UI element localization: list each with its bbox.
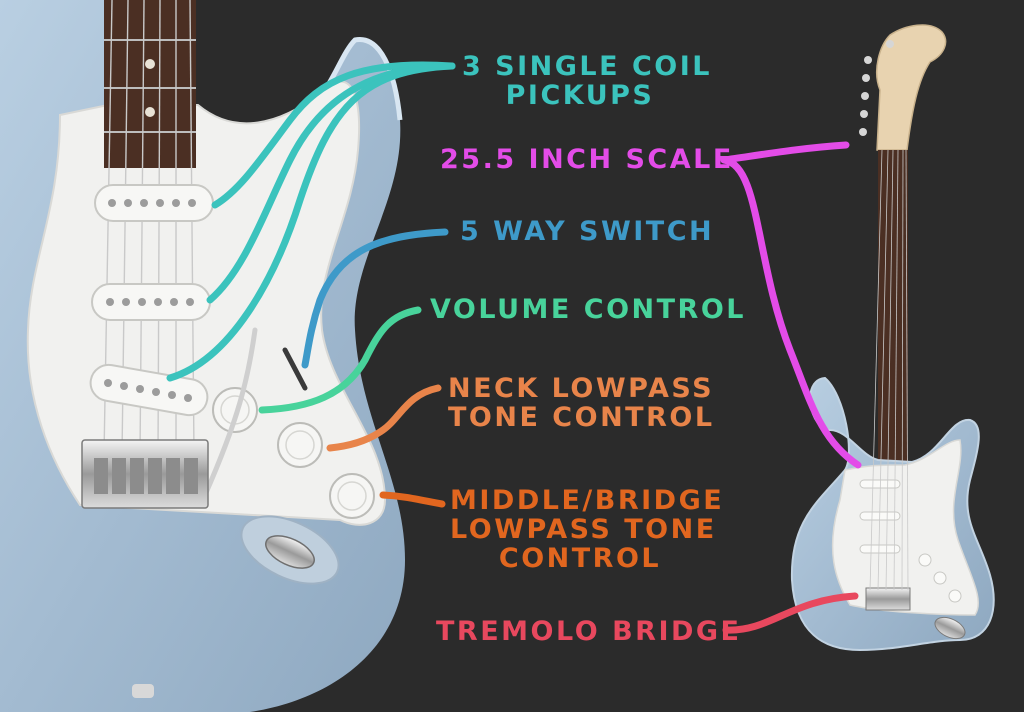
neck-tone-knob <box>277 422 323 468</box>
switch-label-line-1: 5 WAY SWITCH <box>460 216 715 247</box>
output-jack <box>240 515 340 585</box>
volume-label: VOLUME CONTROL <box>430 294 746 325</box>
bridge-tone-label-line-3: CONTROL <box>498 543 662 574</box>
bridge-tone-label-line-1: MIDDLE/BRIDGE <box>450 485 725 516</box>
small-guitar-headstock <box>876 24 947 151</box>
tremolo-arm <box>202 327 258 498</box>
small-guitar-neck <box>878 150 908 470</box>
switch-label: 5 WAY SWITCH <box>460 216 715 247</box>
bridge-tone-knob <box>329 473 375 519</box>
large-guitar <box>0 0 405 712</box>
neck-tone-label-line-1: NECK LOWPASS <box>448 373 715 404</box>
tremolo-label: TREMOLO BRIDGE <box>436 616 742 647</box>
small-tremolo-bridge <box>865 587 911 611</box>
pickups-leader-lines <box>166 61 456 382</box>
large-tremolo-bridge <box>81 439 209 509</box>
neck-tone-label-line-2: TONE CONTROL <box>448 402 715 433</box>
middle-pickup <box>91 283 211 321</box>
pickups-label-line-2: PICKUPS <box>505 80 655 111</box>
scale-leader-lines <box>720 141 862 469</box>
neck-tone-leader-line <box>326 384 442 452</box>
scale-label: 25.5 INCH SCALE <box>440 144 734 175</box>
pickups-label-line-1: 3 SINGLE COIL <box>462 51 713 82</box>
volume-label-line-1: VOLUME CONTROL <box>430 294 746 325</box>
volume-leader-line <box>258 306 422 414</box>
bridge-tone-label: MIDDLE/BRIDGE LOWPASS TONE CONTROL <box>450 485 725 574</box>
tremolo-leader-line <box>722 592 859 634</box>
tremolo-label-line-1: TREMOLO BRIDGE <box>436 616 742 647</box>
large-fretboard <box>104 0 196 168</box>
neck-tone-label: NECK LOWPASS TONE CONTROL <box>448 374 712 432</box>
small-guitar <box>790 24 995 652</box>
bridge-tone-label-line-2: LOWPASS TONE <box>450 514 717 545</box>
large-5-way-switch <box>282 347 308 391</box>
small-guitar-tuners <box>859 40 894 136</box>
scale-label-line-1: 25.5 INCH SCALE <box>440 144 734 175</box>
switch-leader-line <box>301 228 449 369</box>
pickups-label: 3 SINGLE COIL PICKUPS <box>462 51 713 111</box>
bridge-tone-leader-line <box>379 491 446 508</box>
neck-pickup <box>94 184 214 222</box>
